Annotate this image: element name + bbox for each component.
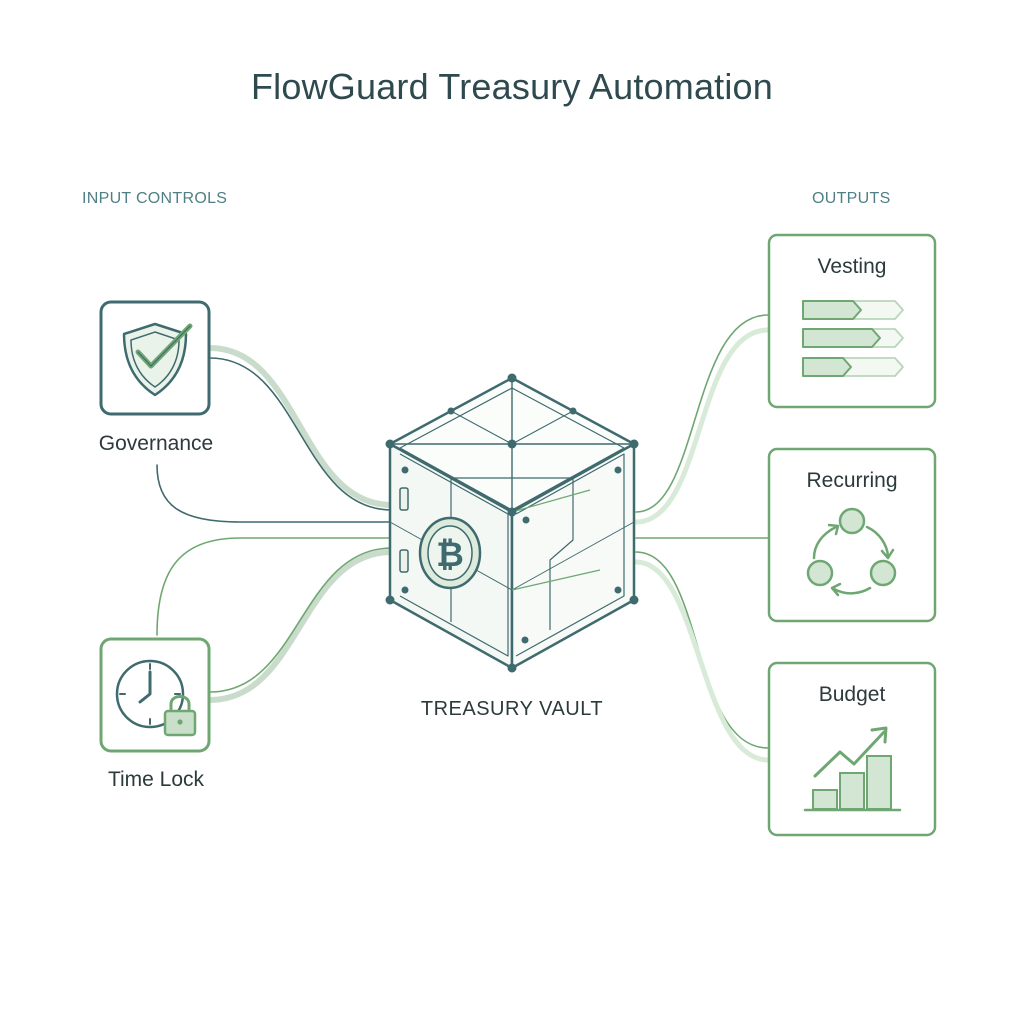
treasury-vault-cube: ₿	[385, 373, 639, 673]
recurring-card[interactable]	[767, 447, 937, 623]
connector-timelock-lower-inner	[209, 547, 393, 693]
budget-label: Budget	[818, 683, 886, 706]
clock-lock-icon	[115, 659, 197, 737]
connector-governance-upper	[207, 345, 395, 508]
connector-governance-lower	[156, 464, 393, 523]
connector-vesting	[635, 314, 769, 513]
governance-node[interactable]	[99, 300, 211, 416]
treasury-vault-label: TREASURY VAULT	[420, 698, 604, 720]
connector-timelock-upper	[156, 537, 393, 636]
timelock-label: Time Lock	[107, 768, 205, 791]
cycle-arrows-icon	[806, 507, 897, 597]
budget-card[interactable]	[767, 661, 937, 837]
vesting-card[interactable]	[767, 233, 937, 409]
connector-vesting-shadow	[633, 327, 771, 525]
svg-text:₿: ₿	[436, 535, 464, 575]
vesting-label: Vesting	[817, 255, 887, 278]
progress-bars-icon	[802, 300, 904, 377]
bitcoin-coin-icon: ₿	[418, 516, 482, 590]
connector-timelock-lower	[207, 549, 395, 703]
connector-budget	[635, 551, 769, 749]
recurring-label: Recurring	[806, 469, 898, 492]
input-controls-heading: INPUT CONTROLS	[82, 190, 228, 207]
governance-label: Governance	[98, 432, 214, 455]
outputs-heading: OUTPUTS	[812, 190, 891, 207]
shield-check-icon	[122, 322, 193, 397]
connector-budget-shadow	[633, 559, 771, 763]
page-title: FlowGuard Treasury Automation	[250, 66, 774, 107]
connectors	[156, 314, 771, 763]
timelock-node[interactable]	[99, 637, 211, 753]
growth-chart-icon	[803, 726, 902, 812]
connector-governance-upper-inner	[209, 357, 393, 511]
